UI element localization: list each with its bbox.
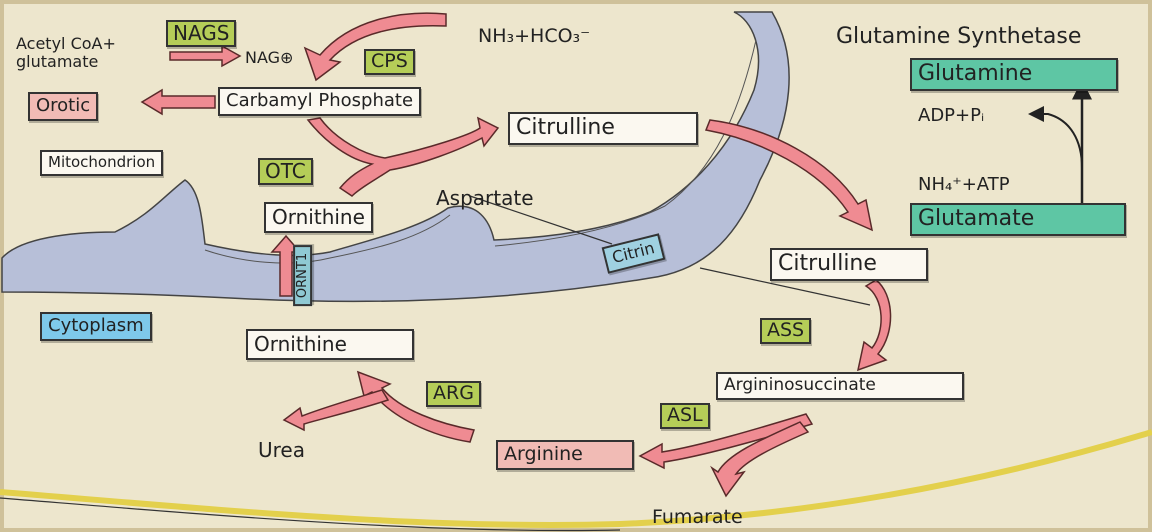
nags-enzyme-box: NAGS [166, 20, 236, 47]
glutamate-box: Glutamate [910, 203, 1126, 236]
ornithine-mito-box: Ornithine [264, 202, 373, 233]
orotic-box: Orotic [28, 92, 98, 121]
nh4-atp-label: NH₄⁺+ATP [918, 176, 1010, 194]
glutamine-box: Glutamine [910, 58, 1118, 91]
argininosuccinate-box: Argininosuccinate [716, 372, 964, 400]
fumarate-label: Fumarate [652, 508, 743, 527]
mitochondrion-label: Mitochondrion [40, 150, 163, 176]
citrulline-cyto-box: Citrulline [770, 248, 928, 281]
cytoplasm-label: Cytoplasm [40, 312, 152, 341]
ornithine-cyto-box: Ornithine [246, 329, 414, 360]
glutamine-synthetase-label: Glutamine Synthetase [836, 26, 1081, 48]
citrulline-mito-box: Citrulline [508, 112, 698, 145]
nh3-hco3-label: NH₃+HCO₃⁻ [478, 27, 590, 46]
otc-enzyme-box: OTC [258, 158, 313, 185]
asl-enzyme-box: ASL [660, 403, 710, 429]
adp-pi-label: ADP+Pᵢ [918, 107, 984, 125]
carbamyl-phosphate-box: Carbamyl Phosphate [218, 87, 421, 116]
ass-enzyme-box: ASS [760, 318, 811, 344]
cps-enzyme-box: CPS [364, 49, 415, 75]
urea-label: Urea [258, 440, 305, 460]
arg-enzyme-box: ARG [426, 381, 481, 407]
nag-label: NAG⊕ [245, 50, 293, 66]
glutamate-small-label: glutamate [16, 54, 98, 70]
ornt1-transporter: ORNT1 [293, 245, 312, 306]
aspartate-label: Aspartate [436, 188, 534, 208]
acetyl-coa-label: Acetyl CoA+ [16, 36, 116, 52]
arginine-box: Arginine [496, 440, 634, 470]
